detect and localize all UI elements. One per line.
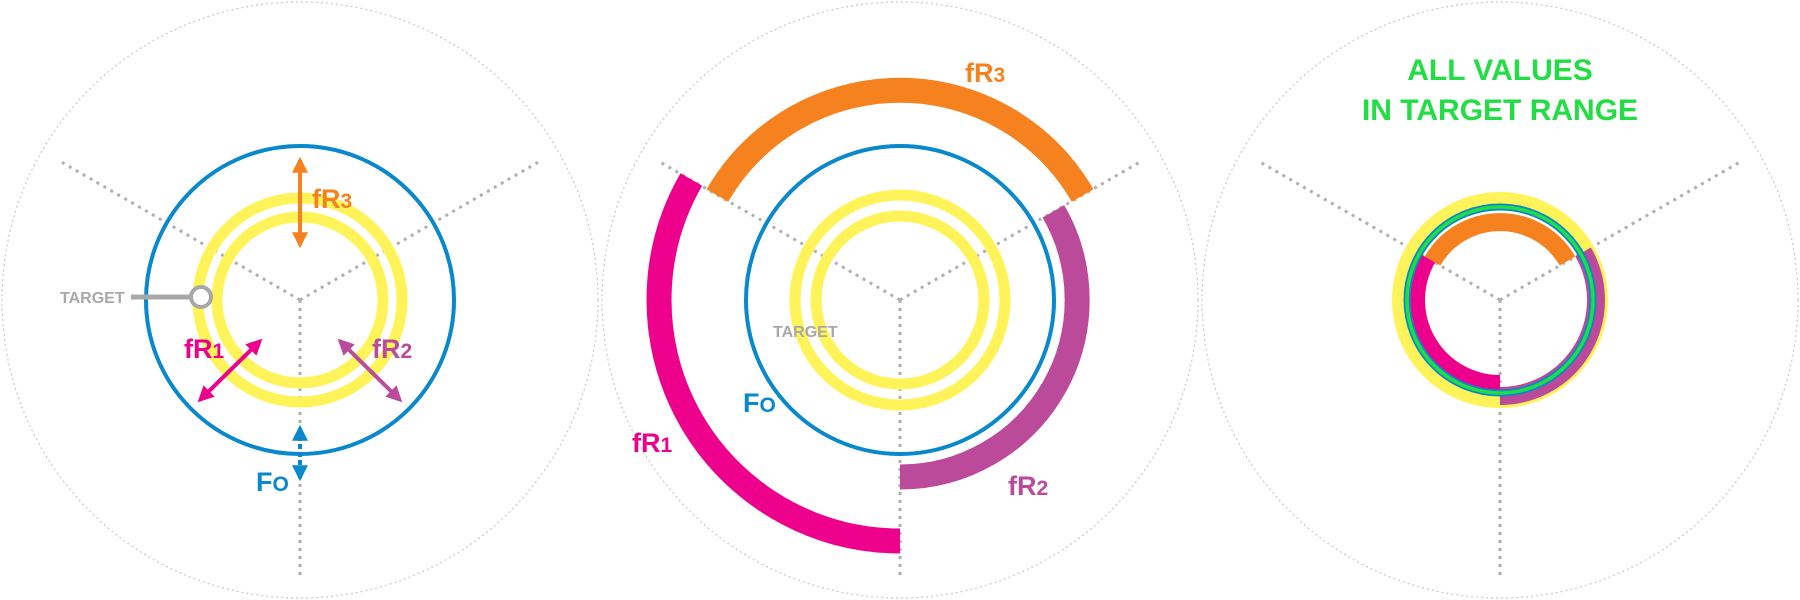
- panel-3: ALL VALUES IN TARGET RANGE: [1201, 1, 1799, 599]
- guide-left: [659, 160, 901, 302]
- target-ring-outer: [789, 189, 1011, 411]
- panel-2-outline: [601, 1, 1199, 599]
- fr1-arrow: [197, 338, 263, 403]
- fr2-label: fR2: [1008, 471, 1048, 501]
- panel-1-outline: [1, 1, 599, 599]
- target-ring-inner: [810, 210, 990, 390]
- fr2-arc: [899, 205, 1090, 490]
- fr2-arc: [1499, 247, 1605, 405]
- f0-circle: [744, 144, 1056, 456]
- f0-label: FO: [743, 388, 776, 418]
- f0-label: FO: [256, 467, 289, 497]
- panel-1: TARGET fR3 fR1 fR2 FO: [1, 1, 599, 599]
- fr1-arc: [1407, 253, 1501, 393]
- target-label: TARGET: [773, 324, 838, 341]
- guide-right: [1499, 160, 1741, 302]
- target-pointer-marker: [189, 285, 213, 309]
- target-label: TARGET: [60, 290, 125, 307]
- guide-right: [299, 158, 543, 302]
- status-line-2: IN TARGET RANGE: [1362, 94, 1638, 127]
- panel-2: TARGET fR3 fR2 fR1 FO: [601, 1, 1199, 599]
- fr3-arc: [706, 77, 1094, 202]
- status-line-1: ALL VALUES: [1407, 54, 1593, 87]
- fr3-label: fR3: [965, 58, 1005, 88]
- fr2-label: fR2: [372, 334, 412, 364]
- panel-2-sector-guides: [659, 160, 1141, 578]
- guide-left: [57, 158, 301, 302]
- panel-3-sector-guides: [1259, 160, 1741, 578]
- in-range-ring: [1405, 205, 1595, 395]
- panel-3-outline: [1201, 1, 1799, 599]
- fr1-arc: [646, 173, 901, 554]
- fr1-label: fR1: [184, 334, 225, 364]
- fr2-arrow: [337, 338, 403, 403]
- fr3-arc: [1424, 213, 1576, 266]
- guide-left: [1259, 160, 1501, 302]
- fr1-label: fR1: [632, 428, 673, 458]
- fr3-label: fR3: [312, 184, 352, 214]
- guide-right: [899, 160, 1141, 302]
